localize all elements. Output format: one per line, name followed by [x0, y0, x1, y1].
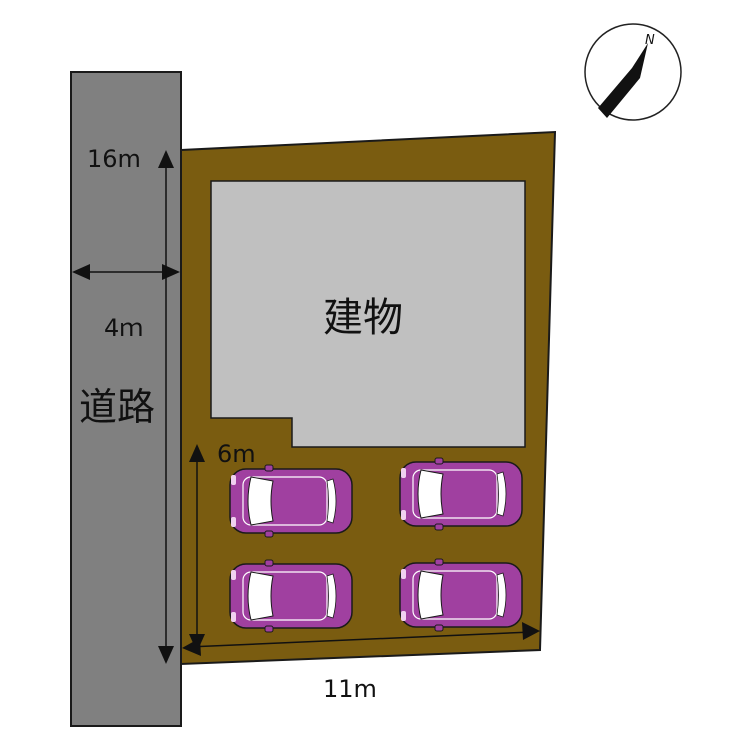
building — [210, 180, 526, 448]
parking-spaces — [229, 457, 523, 633]
road — [70, 71, 182, 727]
north-arrow-icon: N — [584, 23, 682, 121]
depth-dimension — [158, 150, 174, 664]
car-icon — [229, 559, 353, 633]
north-label: N — [645, 33, 655, 48]
car-icon — [399, 457, 523, 531]
frontage-label: 11m — [323, 675, 377, 703]
car-icon — [399, 558, 523, 632]
parking-depth-label: 6m — [217, 440, 256, 468]
road-width-label: 4ｍ — [104, 314, 143, 342]
road-label: 道路 — [79, 385, 155, 429]
building-label: 建物 — [323, 295, 403, 341]
car-icon — [229, 464, 353, 538]
frontage-dimension — [182, 622, 540, 656]
depth-label: 16m — [87, 145, 141, 173]
